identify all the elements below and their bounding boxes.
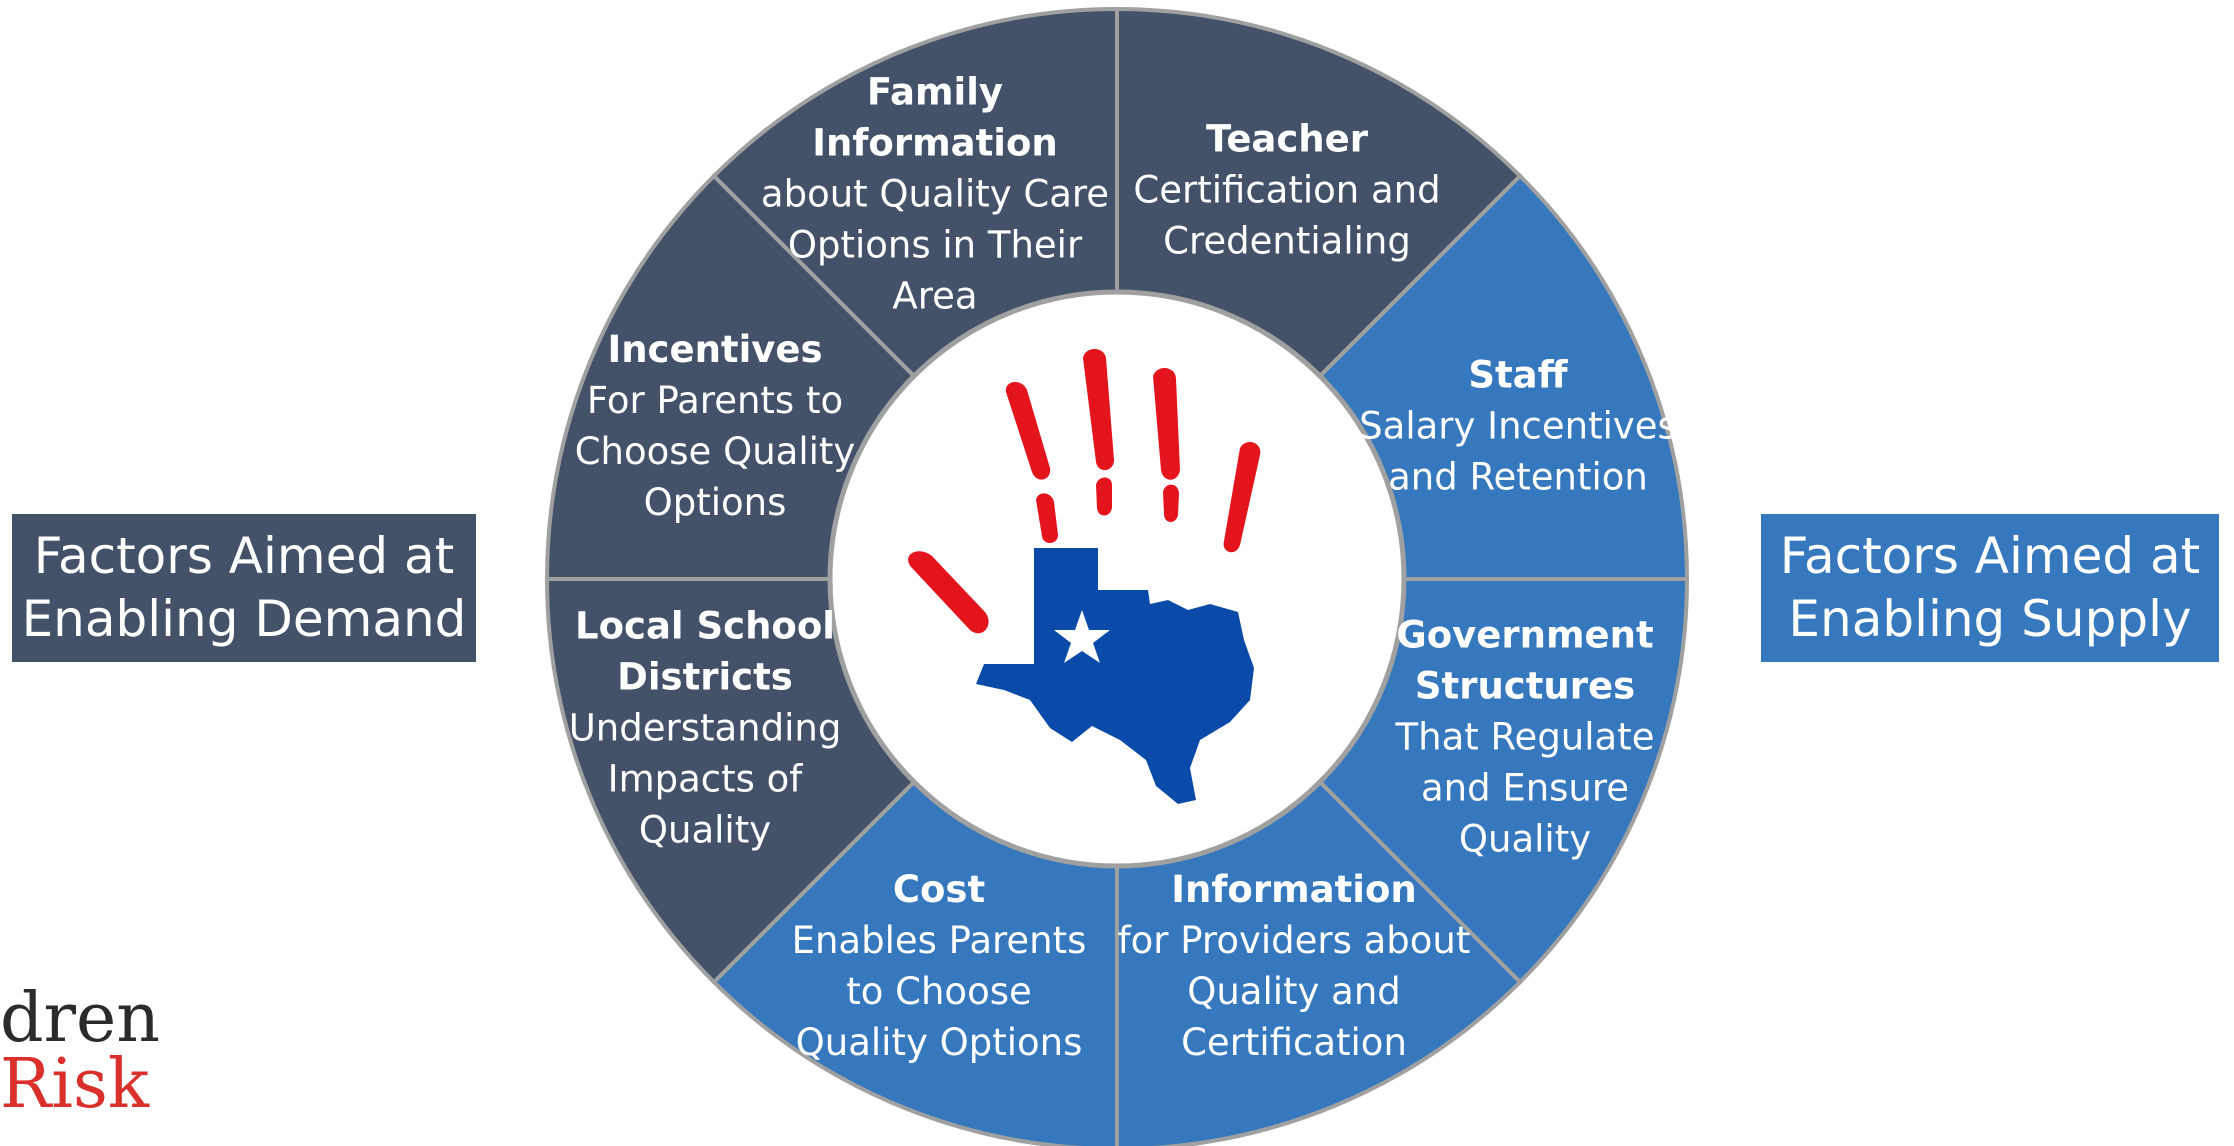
thumb bbox=[908, 551, 989, 634]
finger-1-tip bbox=[1036, 493, 1058, 544]
texas-hand-logo bbox=[908, 349, 1261, 804]
center-circle bbox=[827, 289, 1407, 869]
segment-description: about Quality Care Options in Their Area bbox=[760, 172, 1110, 318]
children-at-risk-logo: dren Risk bbox=[0, 979, 161, 1124]
star-icon bbox=[1054, 610, 1110, 663]
logo-line-2: Risk bbox=[0, 1045, 150, 1124]
finger-1 bbox=[1005, 381, 1051, 480]
segment-provider-information: Information for Providers about Quality … bbox=[1118, 864, 1471, 1068]
finger-4 bbox=[1223, 441, 1261, 553]
segment-description: for Providers about Quality and Certific… bbox=[1117, 919, 1471, 1064]
segment-description: That Regulate and Ensure Quality bbox=[1395, 715, 1655, 861]
segment-government-structures: Government Structures That Regulate and … bbox=[1396, 610, 1655, 865]
segment-title: Teacher bbox=[1205, 117, 1369, 161]
segment-cost: Cost Enables Parents to Choose Quality O… bbox=[792, 864, 1087, 1068]
segment-title: Cost bbox=[892, 868, 986, 911]
segment-title: Family Information bbox=[812, 70, 1058, 165]
segment-title: Incentives bbox=[607, 328, 823, 371]
enabling-demand-box: Factors Aimed at Enabling Demand bbox=[12, 514, 476, 662]
finger-2-tip bbox=[1096, 477, 1112, 516]
segment-local-school-districts: Local School Districts Understanding Imp… bbox=[569, 601, 842, 856]
segment-staff: Staff Salary Incentives and Retention bbox=[1359, 350, 1677, 503]
segment-incentives: Incentives For Parents to Choose Quality… bbox=[575, 324, 856, 528]
segment-title: Staff bbox=[1468, 353, 1568, 397]
finger-2 bbox=[1083, 349, 1114, 471]
segment-title: Information bbox=[1171, 868, 1417, 911]
texas-shape bbox=[976, 548, 1254, 804]
segment-description: Understanding Impacts of Quality bbox=[568, 706, 842, 852]
finger-3-tip bbox=[1163, 484, 1179, 523]
segment-description: Salary Incentives and Retention bbox=[1359, 404, 1677, 499]
logo-line-1: dren bbox=[0, 979, 161, 1058]
segment-title: Local School Districts bbox=[575, 604, 835, 699]
segment-teacher: Teacher Certification and Credentialing bbox=[1133, 114, 1440, 267]
ring-sectors bbox=[544, 6, 1690, 1146]
segment-description: Certification and Credentialing bbox=[1133, 168, 1441, 263]
segment-description: For Parents to Choose Quality Options bbox=[574, 379, 856, 524]
segment-title: Government Structures bbox=[1396, 613, 1654, 708]
enabling-supply-box: Factors Aimed at Enabling Supply bbox=[1761, 514, 2219, 662]
segment-description: Enables Parents to Choose Quality Option… bbox=[791, 919, 1087, 1064]
finger-3 bbox=[1153, 368, 1180, 480]
segment-family-information: Family Information about Quality Care Op… bbox=[761, 67, 1109, 322]
